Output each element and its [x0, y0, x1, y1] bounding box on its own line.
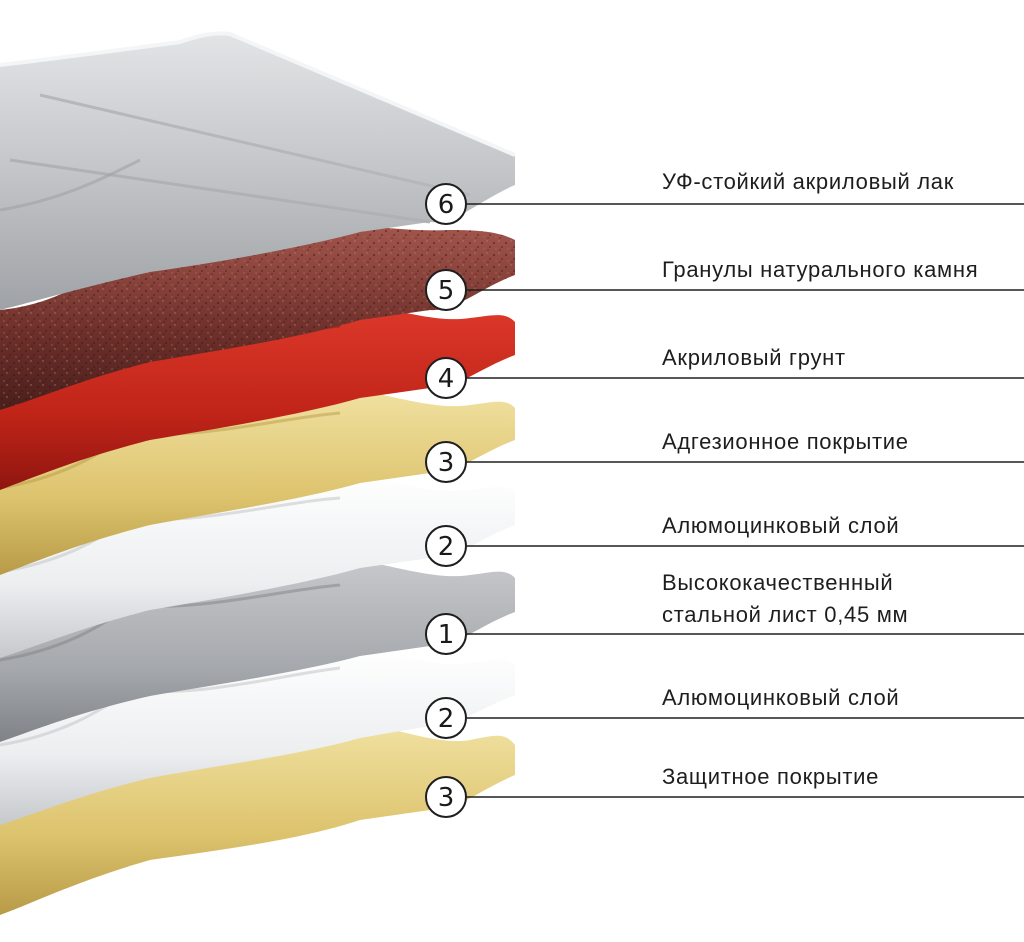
label-steel-line1: Высококачественный [662, 570, 894, 595]
svg-text:2: 2 [438, 532, 455, 562]
label-steel-line2: стальной лист 0,45 мм [662, 602, 909, 627]
svg-text:2: 2 [438, 704, 455, 734]
svg-text:5: 5 [438, 276, 455, 306]
svg-text:3: 3 [438, 783, 455, 813]
label-uv-varnish: УФ-стойкий акриловый лак [662, 169, 955, 194]
layer-uv-acrylic-varnish [0, 31, 516, 310]
layer-marker-2-top: 2 [425, 525, 467, 567]
layer-marker-1: 1 [425, 613, 467, 655]
svg-text:3: 3 [438, 448, 455, 478]
layer-marker-5: 5 [425, 269, 467, 311]
leader-lines [466, 203, 1024, 798]
svg-text:4: 4 [438, 364, 455, 394]
svg-text:6: 6 [438, 190, 455, 220]
layer-marker-4: 4 [425, 357, 467, 399]
layer-marker-2-bottom: 2 [425, 697, 467, 739]
svg-text:1: 1 [438, 620, 455, 650]
label-stone-granules: Гранулы натурального камня [662, 257, 979, 282]
layer-marker-3-adhesion: 3 [425, 441, 467, 483]
label-alumozinc-top: Алюмоцинковый слой [662, 513, 900, 538]
label-alumozinc-bottom: Алюмоцинковый слой [662, 685, 900, 710]
layer-marker-6: 6 [425, 183, 467, 225]
layer-marker-3-protective: 3 [425, 776, 467, 818]
label-acrylic-primer: Акриловый грунт [662, 345, 846, 370]
label-adhesion-coating: Адгезионное покрытие [662, 429, 909, 454]
label-protective-coating: Защитное покрытие [662, 764, 880, 789]
